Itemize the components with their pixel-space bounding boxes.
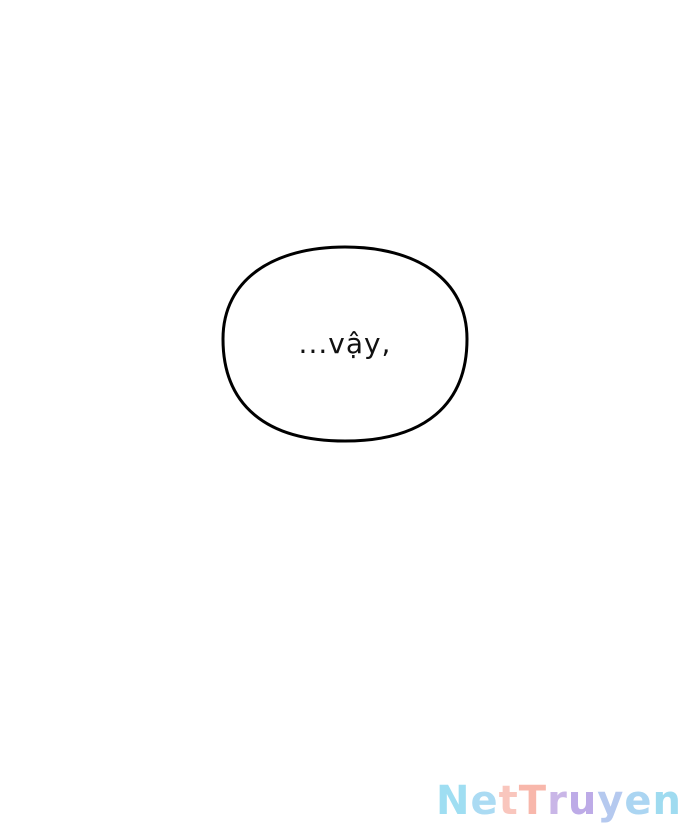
- speech-bubble-outline: [221, 245, 469, 443]
- watermark-letter: e: [470, 778, 499, 824]
- watermark-letter: N: [436, 778, 471, 824]
- watermark-letter: T: [518, 778, 548, 824]
- watermark-letter: r: [547, 778, 568, 824]
- watermark-letter: t: [498, 778, 519, 824]
- watermark-letter: y: [597, 778, 625, 824]
- watermark-letter: e: [624, 778, 653, 824]
- watermark-letter: u: [567, 778, 598, 824]
- netttruyen-watermark-logo: NetTruyen: [436, 778, 682, 824]
- watermark-letter: n: [652, 778, 682, 824]
- speech-bubble-path: [221, 245, 469, 443]
- speech-bubble-text: ...vậy,: [298, 326, 392, 360]
